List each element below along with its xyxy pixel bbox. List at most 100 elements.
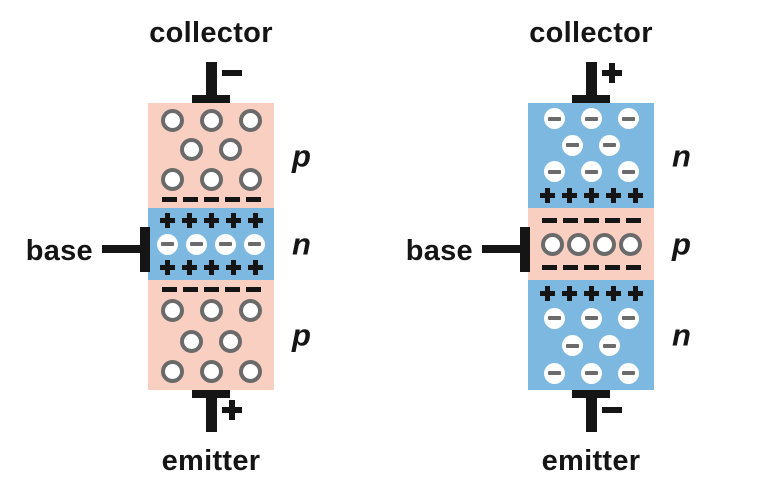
semiconductor-layer-p: p xyxy=(148,103,311,208)
plus-icon xyxy=(539,286,555,302)
dash-row xyxy=(541,265,641,271)
plus-icon xyxy=(583,187,599,203)
electron-icon xyxy=(599,335,620,357)
layer-type-label: n xyxy=(672,138,691,173)
dash-icon xyxy=(583,217,599,223)
dash-icon xyxy=(182,196,198,202)
base-label: base xyxy=(405,235,473,267)
plus-icon xyxy=(203,259,219,275)
base-lead xyxy=(102,245,148,253)
electron-row xyxy=(543,161,639,183)
base-label: base xyxy=(25,235,93,267)
dash-icon xyxy=(625,265,641,271)
electron-row xyxy=(543,362,639,384)
minus-bar xyxy=(621,316,635,321)
semiconductor-layer-p: p xyxy=(148,280,311,390)
dash-icon xyxy=(245,196,261,202)
emitter-label: emitter xyxy=(541,445,641,477)
minus-bar xyxy=(566,343,579,348)
electron-icon xyxy=(543,307,565,329)
minus-bar xyxy=(161,242,174,246)
hole-icon xyxy=(199,167,223,191)
dash-icon xyxy=(161,287,177,293)
minus-bar xyxy=(547,316,561,321)
dash-icon xyxy=(245,287,261,293)
collector-polarity-plus-icon xyxy=(602,63,622,83)
electron-icon xyxy=(157,233,178,255)
collector-contact-plate xyxy=(192,95,230,103)
electron-icon xyxy=(543,108,565,130)
dash-icon xyxy=(203,196,219,202)
plus-icon xyxy=(561,286,577,302)
plus-icon xyxy=(247,213,263,229)
collector-lead xyxy=(586,62,597,103)
minus-bar xyxy=(547,116,561,121)
base-lead xyxy=(482,245,528,253)
minus-bar xyxy=(566,143,579,148)
hole-icon xyxy=(238,299,262,323)
hole-icon xyxy=(238,109,262,133)
emitter-polarity-plus-icon xyxy=(222,400,242,420)
layer-type-label: p xyxy=(292,138,311,173)
hole-row xyxy=(160,359,262,383)
plus-icon xyxy=(203,213,219,229)
dash-icon xyxy=(224,196,240,202)
hole-icon xyxy=(592,232,616,256)
dash-icon xyxy=(161,196,177,202)
dash-icon xyxy=(562,265,578,271)
electron-icon xyxy=(562,134,583,156)
electron-row xyxy=(543,307,639,329)
minus-bar xyxy=(603,143,616,148)
plus-row xyxy=(539,286,643,302)
dash-icon xyxy=(625,217,641,223)
minus-bar xyxy=(584,169,598,174)
hole-icon xyxy=(160,359,184,383)
dash-icon xyxy=(604,217,620,223)
electron-icon xyxy=(580,108,602,130)
plus-icon xyxy=(225,213,241,229)
dash-row xyxy=(161,287,261,293)
electron-row xyxy=(157,233,265,255)
emitter-polarity-minus-icon xyxy=(602,400,622,420)
minus-bar xyxy=(190,242,203,246)
hole-icon xyxy=(199,299,223,323)
plus-row xyxy=(539,187,643,203)
electron-icon xyxy=(543,362,565,384)
base-contact-plate xyxy=(520,227,530,272)
dash-icon xyxy=(541,265,557,271)
plus-icon xyxy=(561,187,577,203)
plus-icon xyxy=(605,286,621,302)
electron-icon xyxy=(215,233,236,255)
base-contact-plate xyxy=(140,227,150,272)
dash-icon xyxy=(541,217,557,223)
collector-lead xyxy=(206,62,217,103)
hole-icon xyxy=(618,232,642,256)
dash-icon xyxy=(562,217,578,223)
hole-icon xyxy=(219,329,242,353)
layer-type-label: p xyxy=(292,317,311,353)
hole-row xyxy=(160,167,262,191)
plus-icon xyxy=(627,187,643,203)
plus-icon xyxy=(159,213,175,229)
minus-bar xyxy=(248,242,261,246)
hole-row xyxy=(160,299,262,323)
electron-icon xyxy=(244,233,265,255)
minus-bar xyxy=(621,116,635,121)
minus-bar xyxy=(584,116,598,121)
collector-contact-plate xyxy=(572,95,610,103)
dash-icon xyxy=(203,287,219,293)
minus-bar xyxy=(621,371,635,376)
plus-icon xyxy=(159,259,175,275)
electron-row xyxy=(543,108,639,130)
hole-icon xyxy=(180,138,203,162)
minus-bar xyxy=(219,242,232,246)
electron-icon xyxy=(599,134,620,156)
dash-icon xyxy=(604,265,620,271)
minus-bar xyxy=(584,371,598,376)
hole-row xyxy=(180,329,242,353)
plus-icon xyxy=(225,259,241,275)
